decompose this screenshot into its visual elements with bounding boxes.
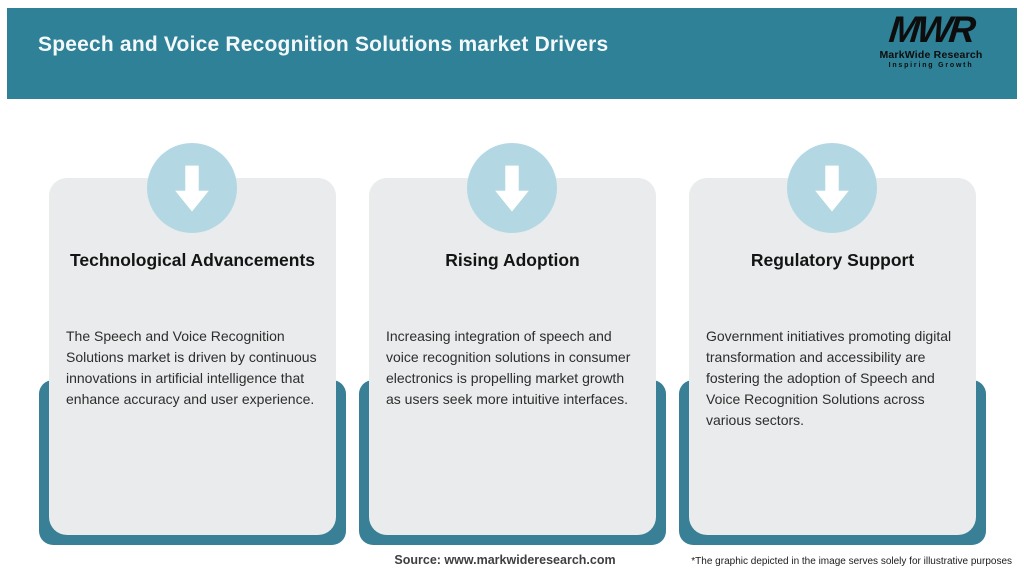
arrow-badge — [467, 143, 557, 233]
card-title: Rising Adoption — [445, 250, 580, 270]
arrow-down-icon — [484, 157, 540, 219]
driver-column: Rising Adoption Increasing integration o… — [359, 0, 666, 576]
arrow-badge — [787, 143, 877, 233]
arrow-down-icon — [164, 157, 220, 219]
logo-name: MarkWide Research — [879, 48, 983, 61]
header-bar: Speech and Voice Recognition Solutions m… — [7, 8, 1017, 99]
brand-logo: MWR MarkWide Research Inspiring Growth — [871, 9, 991, 69]
card-body: Increasing integration of speech and voi… — [386, 328, 631, 407]
driver-column: Regulatory Support Government initiative… — [679, 0, 986, 576]
source-text: Source: www.markwideresearch.com — [394, 553, 616, 567]
arrow-badge — [147, 143, 237, 233]
driver-card: Rising Adoption Increasing integration o… — [369, 178, 656, 535]
driver-card: Technological Advancements The Speech an… — [49, 178, 336, 535]
page-title: Speech and Voice Recognition Solutions m… — [38, 33, 609, 56]
card-body: The Speech and Voice Recognition Solutio… — [66, 328, 317, 407]
driver-column: Technological Advancements The Speech an… — [39, 0, 346, 576]
logo-tagline: Inspiring Growth — [888, 61, 974, 69]
arrow-down-icon — [804, 157, 860, 219]
card-body: Government initiatives promoting digital… — [706, 328, 952, 428]
driver-card: Regulatory Support Government initiative… — [689, 178, 976, 535]
card-title: Regulatory Support — [750, 250, 915, 270]
card-title: Technological Advancements — [69, 250, 316, 270]
disclaimer-text: *The graphic depicted in the image serve… — [691, 556, 1012, 567]
